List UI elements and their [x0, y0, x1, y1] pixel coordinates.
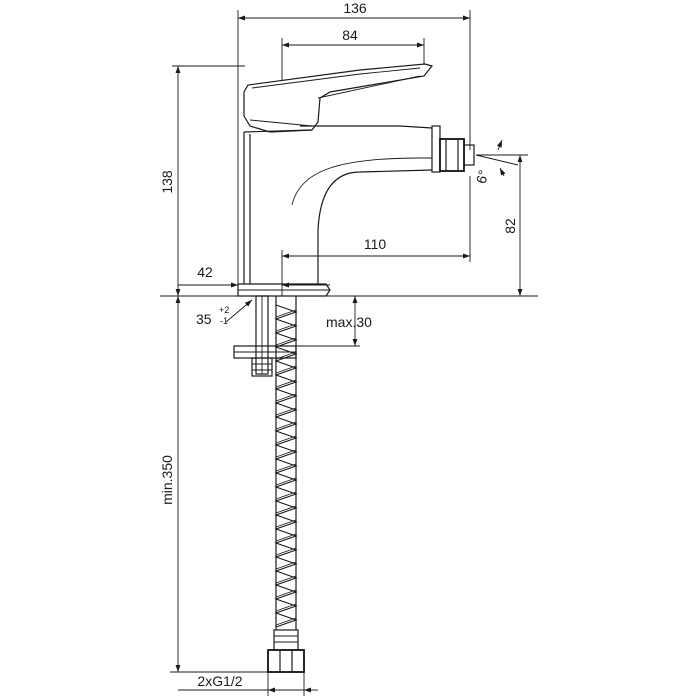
dim-spout-height: 82	[502, 218, 518, 234]
dim-hole-tol-upper: +2	[219, 305, 229, 315]
dim-height: 138	[159, 170, 175, 194]
mounting-hardware	[233, 295, 297, 377]
dim-hole-diameter: 35	[196, 311, 212, 327]
dimension-labels: 136 84 138 42 110 82 6° 35 +2 -1 max.30 …	[159, 0, 518, 689]
base-plate	[237, 283, 331, 297]
dim-spout-angle: 6°	[473, 168, 492, 185]
dimension-lines	[160, 10, 538, 696]
dim-lever-width: 84	[342, 27, 358, 43]
lever-handle	[243, 63, 434, 133]
braided-hose	[267, 296, 305, 673]
dim-spout-reach: 110	[364, 236, 387, 252]
dim-overall-width: 136	[343, 0, 367, 16]
dim-base-offset: 42	[197, 264, 213, 280]
dim-connection: 2xG1/2	[197, 673, 242, 689]
dim-max-deck: max.30	[326, 314, 372, 330]
dim-hose-length: min.350	[159, 455, 175, 505]
faucet-body	[237, 63, 475, 297]
dim-hole-tol-lower: -1	[220, 316, 228, 326]
